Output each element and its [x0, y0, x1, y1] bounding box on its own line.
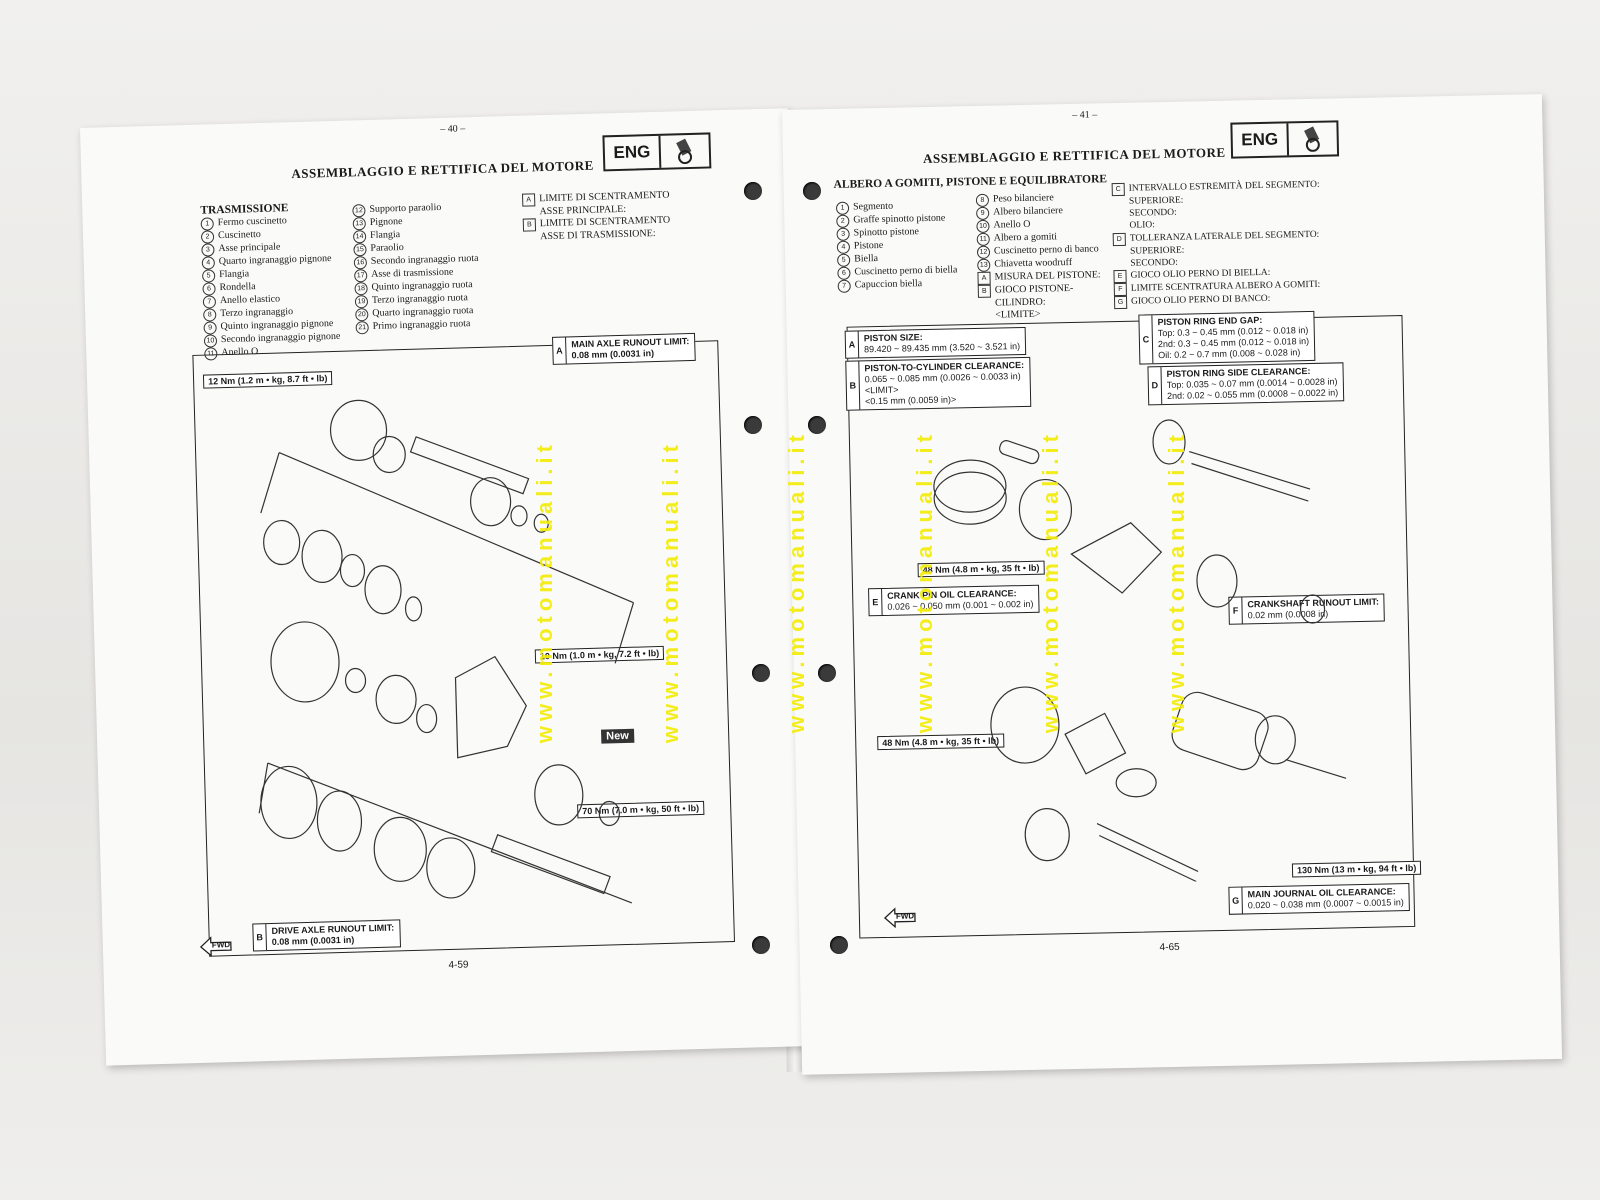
punch-hole [803, 182, 821, 200]
page-header-title: ASSEMBLAGGIO E RETTIFICA DEL MOTORE [291, 157, 595, 182]
watermark: www.motomanuali.it [1038, 430, 1063, 734]
section-title: ALBERO A GOMITI, PISTONE E EQUILIBRATORE [833, 173, 1108, 191]
watermark: www.motomanuali.it [532, 440, 557, 744]
transmission-exploded-diagram [258, 399, 635, 904]
section-title: TRASMISSIONE [200, 202, 289, 217]
punch-hole [744, 182, 762, 200]
main-journal-oil-clearance-spec: G MAIN JOURNAL OIL CLEARANCE:0.020 ~ 0.0… [1228, 883, 1411, 915]
page-header-title: ASSEMBLAGGIO E RETTIFICA DEL MOTORE [922, 144, 1226, 167]
eng-label: ENG [604, 135, 662, 170]
punch-hole [744, 416, 762, 434]
fwd-arrow-icon: FWD [883, 905, 917, 930]
piston-cylinder-clearance-spec: B PISTON-TO-CYLINDER CLEARANCE:0.065 ~ 0… [845, 356, 1031, 411]
punch-hole [808, 416, 826, 434]
page-bottom-number: 4-59 [448, 959, 469, 972]
left-page: – 40 – ASSEMBLAGGIO E RETTIFICA DEL MOTO… [80, 108, 814, 1066]
eng-badge: ENG [602, 132, 712, 172]
page-bottom-number: 4-65 [1159, 941, 1180, 954]
punch-hole [830, 936, 848, 954]
fwd-arrow-icon: FWD [199, 934, 234, 959]
crankshaft-piston-exploded-diagram [933, 419, 1347, 883]
main-axle-runout-spec: A MAIN AXLE RUNOUT LIMIT:0.08 mm (0.0031… [552, 332, 696, 365]
engine-icon [660, 134, 709, 167]
punch-hole [752, 664, 770, 682]
watermark: www.motomanuali.it [784, 430, 809, 734]
right-page: – 41 – ASSEMBLAGGIO E RETTIFICA DEL MOTO… [782, 94, 1563, 1075]
list-item: <LIMITE> [995, 308, 1041, 321]
eng-label: ENG [1232, 123, 1290, 157]
piston-size-spec: A PISTON SIZE:89.420 ~ 89.435 mm (3.520 … [844, 326, 1027, 359]
watermark: www.motomanuali.it [912, 430, 937, 734]
watermark: www.motomanuali.it [1164, 430, 1189, 734]
punch-hole [818, 664, 836, 682]
engine-icon [1288, 122, 1337, 155]
watermark: www.motomanuali.it [658, 440, 683, 744]
page-top-number: – 40 – [440, 123, 466, 135]
drive-axle-runout-spec: B DRIVE AXLE RUNOUT LIMIT:0.08 mm (0.003… [252, 919, 401, 952]
page-top-number: – 41 – [1072, 109, 1098, 121]
punch-hole [752, 936, 770, 954]
piston-ring-end-gap-spec: C PISTON RING END GAP:Top: 0.3 ~ 0.45 mm… [1138, 310, 1316, 365]
eng-badge: ENG [1230, 120, 1340, 159]
